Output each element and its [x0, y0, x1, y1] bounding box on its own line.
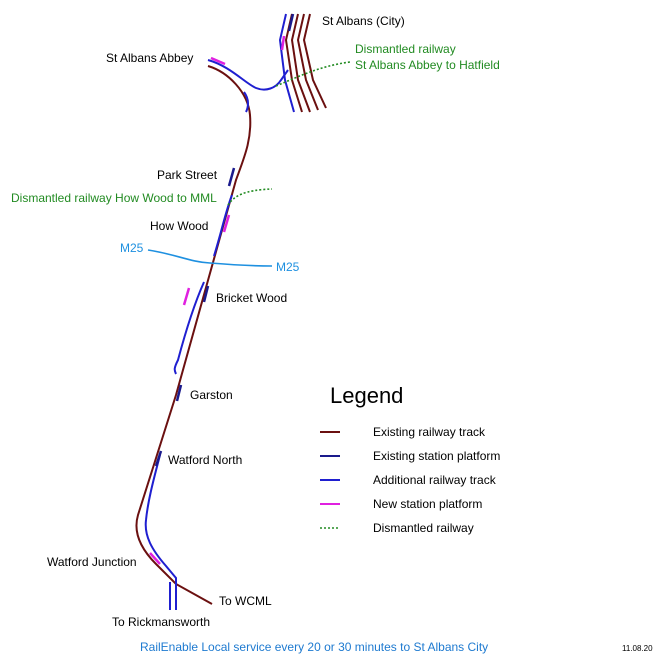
label-watford-junction: Watford Junction — [47, 555, 137, 569]
label-to-wcml: To WCML — [219, 594, 272, 608]
label-st-albans-city: St Albans (City) — [322, 14, 405, 28]
legend-label-additional-track: Additional railway track — [373, 473, 497, 487]
legend-label-existing-track: Existing railway track — [373, 425, 486, 439]
label-dismantled-hatfield-1: Dismantled railway — [355, 42, 456, 56]
label-park-street: Park Street — [157, 168, 218, 182]
legend-label-dismantled: Dismantled railway — [373, 521, 474, 535]
label-m25-east: M25 — [276, 260, 300, 274]
label-bricket-wood: Bricket Wood — [216, 291, 287, 305]
abbey-line-additional-track — [144, 59, 289, 610]
mml-additional-track — [278, 13, 295, 113]
dismantled-railway-hatfield — [275, 61, 351, 87]
legend-label-new-platform: New station platform — [373, 497, 482, 511]
dismantled-railway-howwood — [227, 188, 273, 206]
label-dismantled-howwood: Dismantled railway How Wood to MML — [11, 191, 217, 205]
footer-caption: RailEnable Local service every 20 or 30 … — [140, 640, 488, 654]
existing-platforms — [154, 167, 236, 467]
label-st-albans-abbey: St Albans Abbey — [106, 51, 193, 65]
legend-title: Legend — [330, 383, 403, 408]
label-how-wood: How Wood — [150, 219, 208, 233]
label-to-rickmansworth: To Rickmansworth — [112, 615, 210, 629]
label-m25-west: M25 — [120, 241, 144, 255]
label-garston: Garston — [190, 388, 233, 402]
mml-existing-tracks — [284, 13, 327, 113]
label-watford-north: Watford North — [168, 453, 242, 467]
m25-motorway — [147, 249, 273, 267]
st-albans-city-platform — [287, 13, 295, 32]
legend-label-existing-platform: Existing station platform — [373, 449, 500, 463]
st-albans-city-new-platform — [280, 35, 286, 51]
date-stamp: 11.08.20 — [622, 644, 653, 653]
legend: Legend Existing railway track Existing s… — [320, 383, 500, 535]
new-platforms — [149, 56, 231, 565]
abbey-line-existing-track — [135, 65, 252, 605]
label-dismantled-hatfield-2: St Albans Abbey to Hatfield — [355, 58, 500, 72]
